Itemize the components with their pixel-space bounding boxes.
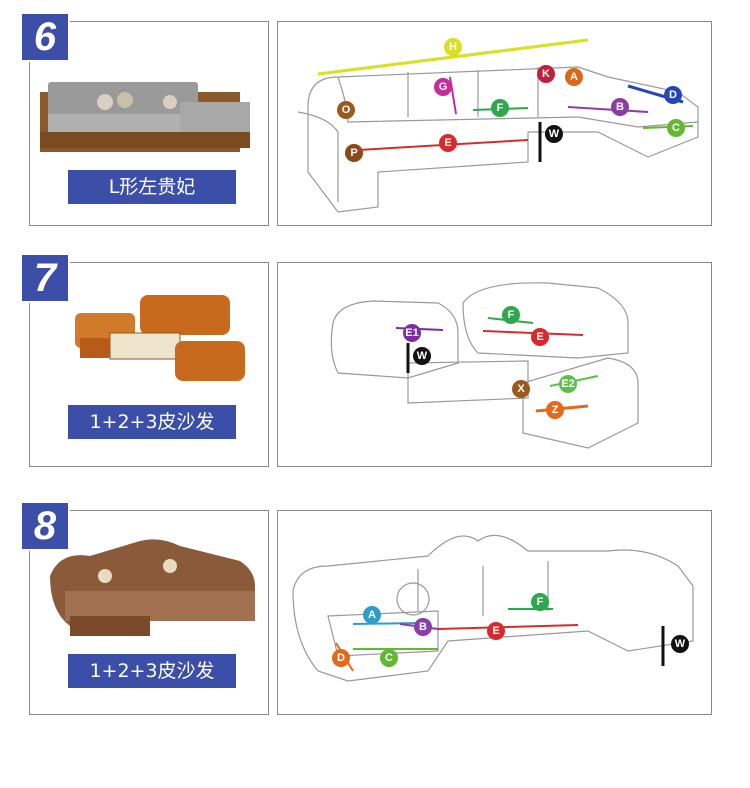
measure-label-b [414, 618, 432, 636]
measure-label-w-text: W [549, 128, 560, 140]
sofa-photo-leather-set [75, 295, 245, 381]
section-6-photo-panel [29, 21, 269, 226]
measure-label-a [363, 606, 381, 624]
measure-label-h-text: H [449, 41, 457, 53]
measure-label-x-text: X [517, 383, 525, 395]
measure-label-c-text: C [672, 122, 680, 134]
measure-label-e2 [559, 375, 577, 393]
sofa-photo-wooden-l-shape [40, 82, 250, 152]
measure-label-d-text: D [337, 652, 345, 664]
sofa-line-drawing: H G K A O F D B C P E [297, 38, 699, 213]
measure-label-e1 [403, 324, 421, 342]
measure-label-x [512, 380, 530, 398]
measure-label-b [611, 98, 629, 116]
measure-label-e [439, 134, 457, 152]
measure-label-e-text: E [492, 625, 499, 637]
measure-label-o-text: O [342, 104, 351, 116]
sofa-line-drawing: A B E F D C W [292, 534, 694, 682]
measure-label-d-text: D [669, 89, 677, 101]
measure-label-w [671, 635, 689, 653]
measure-label-f [502, 306, 520, 324]
measure-label-h [444, 38, 462, 56]
measure-label-e [531, 328, 549, 346]
measure-label-k [537, 65, 555, 83]
measure-label-e-text: E [444, 137, 451, 149]
measure-label-d [332, 649, 350, 667]
section-caption: 1+2+3皮沙发 [68, 405, 236, 439]
measure-label-c-text: C [385, 652, 393, 664]
section-8-diagram-panel: A B E F D C W [277, 510, 712, 715]
section-number-badge: 6 [22, 14, 68, 60]
section-6-diagram-panel: H G K A O F D B C P E [277, 21, 712, 226]
measure-label-c [380, 649, 398, 667]
measure-label-w-text: W [417, 350, 428, 362]
measure-label-a [565, 68, 583, 86]
measure-label-f-text: F [537, 596, 544, 608]
section-number-badge: 7 [22, 255, 68, 301]
measure-label-z [546, 401, 564, 419]
measure-label-g [434, 78, 452, 96]
measure-label-c [667, 119, 685, 137]
measure-label-g-text: G [439, 81, 448, 93]
section-7-diagram-panel: F E1 E W E2 X Z [277, 262, 712, 467]
measure-label-z-text: Z [552, 404, 559, 416]
measure-label-b-text: B [616, 101, 624, 113]
measure-label-f-text: F [497, 102, 504, 114]
measure-label-e2-text: E2 [561, 378, 574, 390]
measure-label-e1-text: E1 [405, 327, 418, 339]
measure-label-w [545, 125, 563, 143]
measure-label-e-text: E [536, 331, 543, 343]
sofa-line-drawing: F E1 E W E2 X Z [330, 282, 639, 449]
measure-label-w-text: W [675, 638, 686, 650]
measure-label-e [487, 622, 505, 640]
measure-label-p [345, 144, 363, 162]
measure-label-a-text: A [368, 609, 376, 621]
measure-label-o [337, 101, 355, 119]
measure-label-a-text: A [570, 71, 578, 83]
measure-label-f [531, 593, 549, 611]
measure-label-w [413, 347, 431, 365]
measure-label-f [491, 99, 509, 117]
section-caption: L形左贵妃 [68, 170, 236, 204]
section-number-badge: 8 [22, 503, 68, 549]
measure-label-b-text: B [419, 621, 427, 633]
measure-label-k-text: K [542, 68, 550, 80]
section-caption: 1+2+3皮沙发 [68, 654, 236, 688]
sofa-photo-european-fabric [50, 539, 255, 636]
measure-label-d [664, 86, 682, 104]
measure-label-f-text: F [508, 309, 515, 321]
measure-label-p-text: P [350, 147, 357, 159]
